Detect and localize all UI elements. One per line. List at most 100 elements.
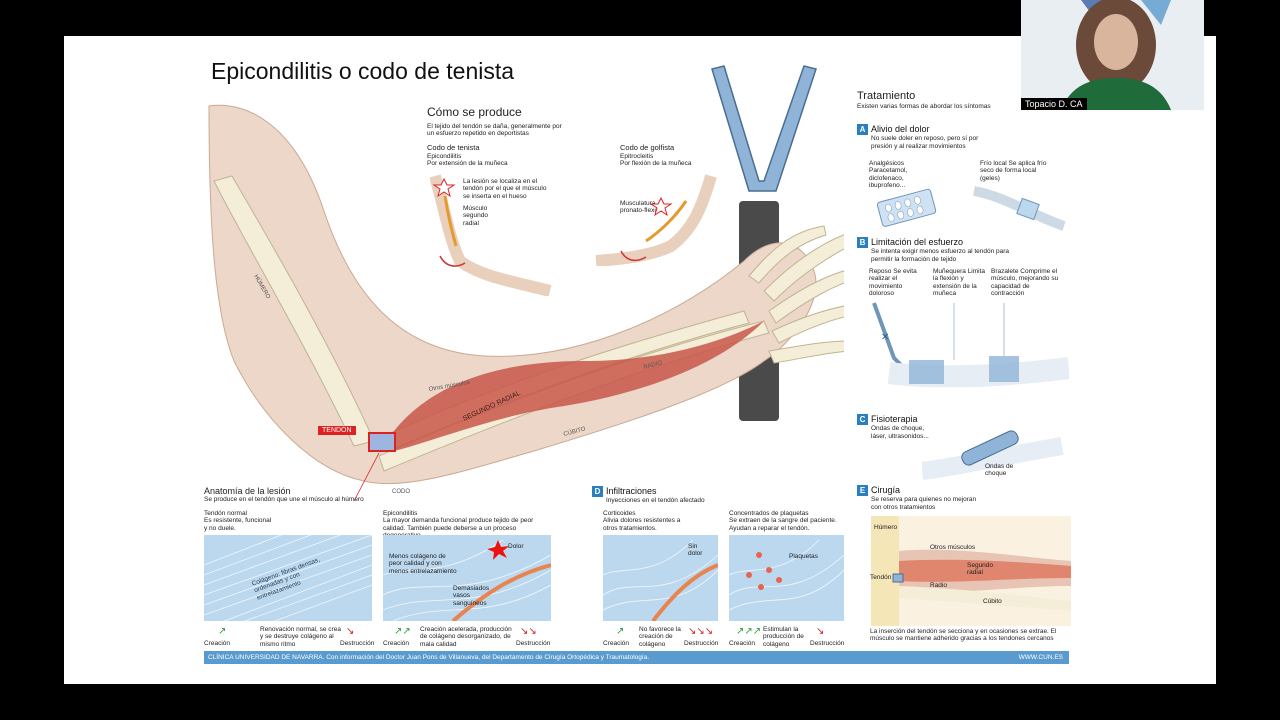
page-title: Epicondilitis o codo de tenista [211, 58, 515, 84]
tenista-diagram [430, 174, 552, 296]
e-humero: Húmero [874, 524, 898, 531]
radio-label: RADIO [643, 360, 663, 371]
e-sub: Se reserva para quienes no mejoran con o… [871, 496, 977, 511]
creacion-label: Creación [729, 640, 756, 647]
infiltraciones-sub: Inyecciones en el tendón afectado [606, 497, 705, 505]
lesion-star-icon [649, 196, 673, 217]
alivio-illustration [876, 186, 1066, 231]
plaq-title: Concentrados de plaquetas [729, 510, 809, 517]
como-desc: El tejido del tendón se daña, generalmen… [427, 122, 562, 138]
arrow-up-icon: ↗ [616, 626, 625, 637]
arm-illustration: HÚMERO Otros músculos SEGUNDO RADIAL RAD… [208, 65, 844, 501]
epi-label1: Menos colágeno de peor calidad y con men… [389, 553, 457, 575]
c-label: Ondas de choque [985, 463, 1014, 478]
badge-d: D [592, 486, 603, 498]
segundo-radial-muscle [394, 321, 764, 451]
tendon-highlight [368, 432, 396, 452]
armband-icon [989, 356, 1019, 382]
tratamiento-title: Tratamiento [857, 90, 916, 102]
plaquetas-label: Plaquetas [789, 553, 818, 560]
e-segundo: Segundo radial [967, 562, 994, 577]
e-radio: Radio [930, 582, 947, 589]
badge-b: B [857, 237, 868, 249]
c-sub: Ondas de choque, láser, ultrasonidos... [871, 425, 929, 440]
normal-title: Tendón normal [204, 510, 247, 517]
codo-golfista-block: Codo de golfista Epitrocleitis Por flexi… [620, 143, 730, 215]
epicondilitis-panel: Menos colágeno de peor calidad y con men… [383, 535, 551, 621]
b-sub: Se intenta exigir menos esfuerzo al tend… [871, 248, 1010, 263]
arrow-up-icon: ↗ [218, 626, 227, 637]
webcam-thumbnail[interactable]: Topacio D. CA [1021, 0, 1204, 110]
arrow-up-icon: ↗↗↗ [736, 626, 762, 637]
destruccion-label: Destrucción [340, 640, 375, 647]
tenista-title: Codo de tenista [427, 143, 480, 152]
cort-title: Corticoides [603, 510, 636, 517]
footer-credit: CLÍNICA UNIVERSIDAD DE NAVARRA. Con info… [208, 654, 650, 661]
tenista-sub2: Por extensión de la muñeca [427, 160, 508, 168]
normal-caption: Renovación normal, se crea y se destruye… [260, 626, 341, 648]
platelet-icons [746, 552, 782, 590]
corticoides-panel: Sin dolor [603, 535, 718, 621]
anatomia-title: Anatomía de la lesión [204, 486, 291, 496]
tratamiento-section: Tratamiento Existen varias formas de abo… [857, 90, 1057, 110]
creacion-label: Creación [603, 640, 630, 647]
fisioterapia-illustration [922, 430, 1064, 480]
a-sub: No suele doler en reposo, pero sí por pr… [871, 135, 979, 150]
e-title: Cirugía [871, 485, 901, 495]
slide-footer: CLÍNICA UNIVERSIDAD DE NAVARRA. Con info… [204, 651, 1069, 664]
creacion-label: Creación [204, 640, 231, 647]
participant-name: Topacio D. CA [1021, 98, 1087, 110]
destruccion-label: Destrucción [516, 640, 551, 647]
a-left: Analgésicos Paracetamol, diclofenaco, ib… [869, 160, 908, 190]
tendon-tag: TENDÓN [318, 426, 356, 435]
arrow-down-icon: ↘ [816, 626, 825, 637]
golf-sub2: Por flexión de la muñeca [620, 160, 692, 168]
wristband-icon [909, 360, 944, 384]
infiltraciones-title: Infiltraciones [606, 486, 657, 496]
cort-caption: No favorece la creación de colágeno [639, 626, 681, 648]
codo-tenista-block: Codo de tenista Epicondilitis Por extens… [427, 143, 567, 227]
epi-caption: Creación acelerada, producción de coláge… [420, 626, 512, 648]
golfista-diagram [595, 174, 717, 266]
badge-c: C [857, 414, 868, 426]
plaquetas-panel: Plaquetas [729, 535, 844, 621]
golf-muscle: Musculatura pronato-flexora [620, 199, 664, 215]
ice-pack-icon [1016, 197, 1040, 221]
b-muneq: Muñequera Limita la flexión y extensión … [933, 268, 986, 298]
limitacion-illustration: ✕ [872, 302, 1069, 388]
cort-desc: Alivia dolores resistentes a otros trata… [603, 517, 681, 532]
a-right: Frío local Se aplica frío seco de forma … [980, 160, 1047, 182]
cirugia-illustration [871, 516, 1071, 626]
creacion-label: Creación [383, 640, 410, 647]
como-se-produce-section: Cómo se produce El tejido del tendón se … [427, 105, 567, 138]
como-title: Cómo se produce [427, 105, 522, 119]
codo-label: CODO [392, 489, 410, 495]
arrow-up-icon: ↗↗ [394, 626, 411, 637]
golf-sub1: Epitrocleitis [620, 152, 654, 160]
b-title: Limitación del esfuerzo [871, 237, 964, 247]
badge-a: A [857, 124, 868, 136]
participant-video [1021, 0, 1204, 110]
x-mark-icon: ✕ [881, 332, 889, 343]
plaq-caption: Estimulan la producción de colágeno [763, 626, 804, 648]
badge-e: E [857, 485, 868, 497]
epi-dolor: Dolor [508, 543, 524, 550]
tenista-note: La lesión se localiza en el tendón por e… [463, 177, 547, 200]
tendon-icon [892, 573, 904, 583]
footer-url: WWW.CUN.ES [1018, 654, 1063, 661]
golf-title: Codo de golfista [620, 143, 675, 152]
epi-label2: Demasiados vasos sanguíneos [453, 585, 490, 607]
anatomia-section: Anatomía de la lesión Se produce en el t… [204, 486, 564, 504]
sin-dolor: Sin dolor [688, 543, 703, 558]
plaquetas-text: Concentrados de plaquetas Se extraen de … [729, 510, 849, 532]
corticoides-text: Corticoides Alivia dolores resistentes a… [603, 510, 703, 532]
arrow-down-icon: ↘ [346, 626, 355, 637]
tendon-normal-panel: Colágeno: fibras densas, ordenadas y con… [204, 535, 372, 621]
presentation-slide: Epicondilitis o codo de tenista [64, 36, 1216, 684]
arrow-down-icon: ↘↘ [520, 626, 537, 637]
